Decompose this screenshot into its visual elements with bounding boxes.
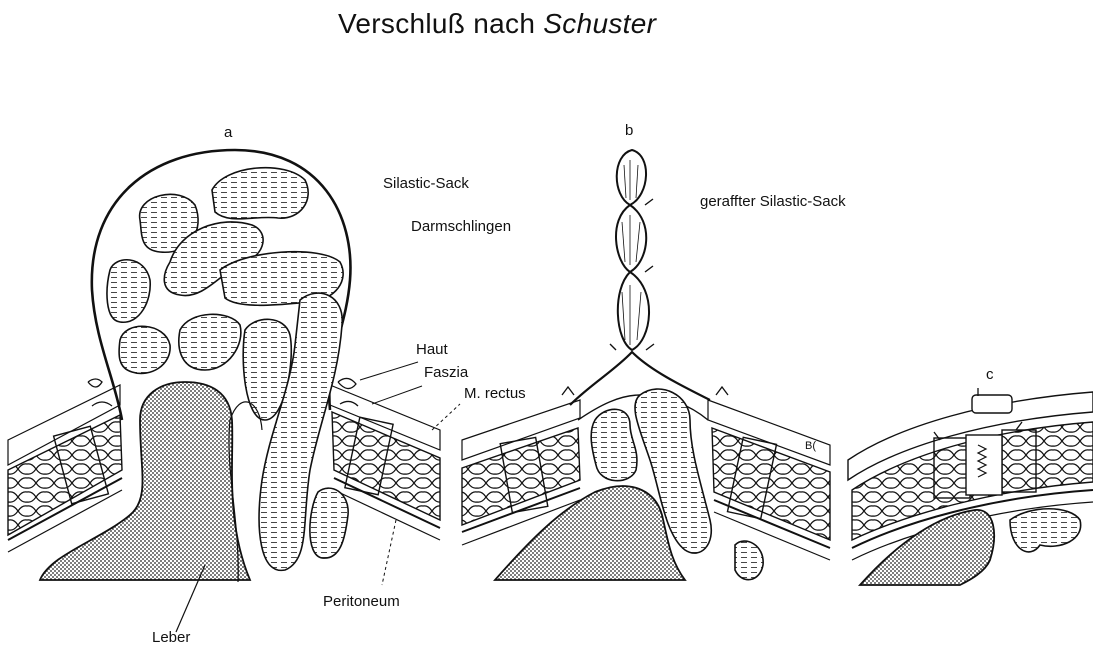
panel-c bbox=[848, 388, 1093, 585]
label-faszia: Faszia bbox=[424, 364, 468, 381]
artist-signature: B( bbox=[805, 440, 816, 452]
panel-b bbox=[462, 150, 830, 580]
panel-letter-a: a bbox=[224, 124, 232, 141]
bowel-loop-c bbox=[1010, 509, 1081, 552]
label-silastic-sack: Silastic-Sack bbox=[383, 175, 469, 192]
panel-letter-b: b bbox=[625, 122, 633, 139]
abdominal-wall-left-a bbox=[8, 379, 122, 552]
gathered-silastic-sack-b bbox=[616, 150, 649, 350]
panel-letter-c: c bbox=[986, 366, 994, 383]
label-m-rectus: M. rectus bbox=[464, 385, 526, 402]
label-leber: Leber bbox=[152, 629, 190, 646]
label-darmschlingen: Darmschlingen bbox=[411, 218, 511, 235]
label-haut: Haut bbox=[416, 341, 448, 358]
label-peritoneum: Peritoneum bbox=[323, 593, 400, 610]
label-geraffter-silastic-sack: geraffter Silastic-Sack bbox=[700, 193, 846, 210]
panel-a bbox=[8, 150, 460, 632]
